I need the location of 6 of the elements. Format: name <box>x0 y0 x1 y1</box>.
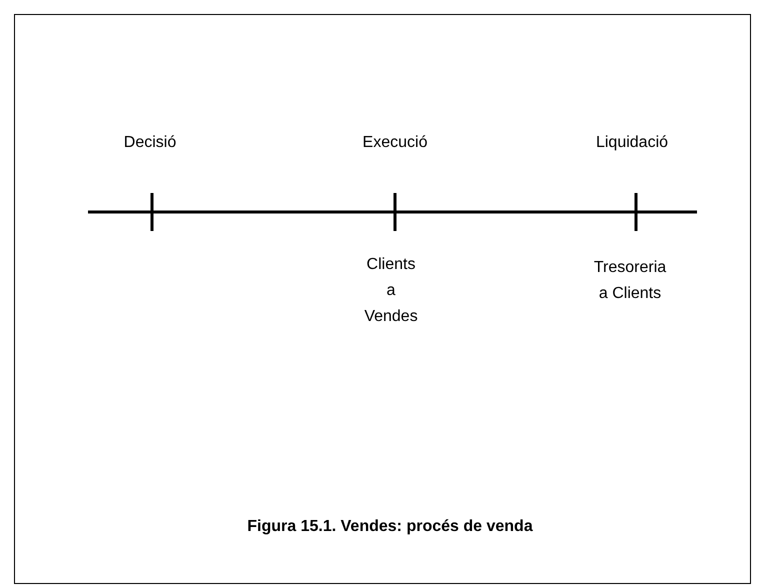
phase-label: Liquidació <box>596 133 668 153</box>
figure-caption: Figura 15.1. Vendes: procés de venda <box>247 518 533 536</box>
phase-label: Decisió <box>124 133 176 153</box>
transfer-note: Tresoreria a Clients <box>594 258 666 304</box>
transfer-note: Clients a Vendes <box>364 255 418 327</box>
phase-label: Execució <box>362 133 428 153</box>
